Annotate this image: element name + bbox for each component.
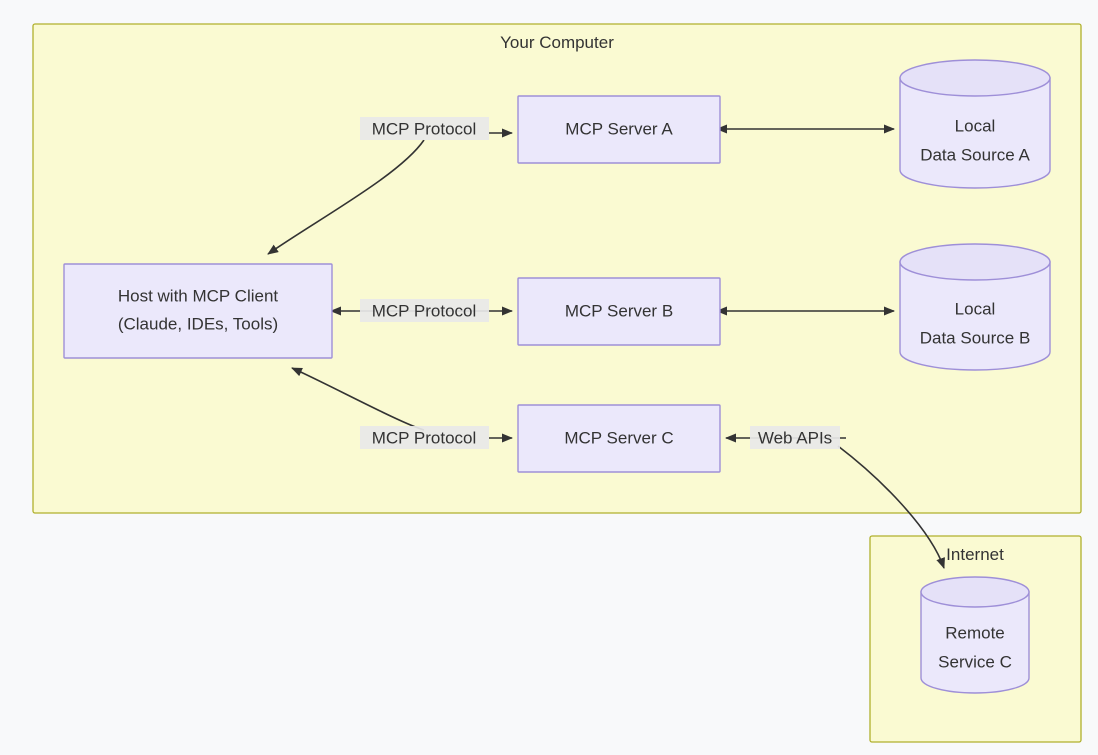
mcp-server-b-label: MCP Server B [565, 301, 673, 320]
mcp-protocol-a-chip [360, 117, 489, 140]
data-source-a-label-line1: Local [955, 116, 996, 135]
mcp-protocol-c-text: MCP Protocol [372, 428, 477, 447]
web-apis-chip [750, 426, 840, 449]
mcp-protocol-b-text: MCP Protocol [372, 301, 477, 320]
data-source-b-label-line1: Local [955, 299, 996, 318]
mcp-server-a-box[interactable] [517, 95, 721, 164]
edge-label-mcp-protocol-b: MCP Protocol [360, 299, 489, 322]
node-mcp-server-a[interactable]: MCP Server A [517, 95, 721, 164]
node-remote-service-c[interactable]: Remote Service C [920, 576, 1030, 694]
host-label-line1: Host with MCP Client [118, 286, 279, 305]
mcp-server-c-box[interactable] [517, 404, 721, 473]
node-mcp-server-b[interactable]: MCP Server B [517, 277, 721, 346]
your-computer-boundary [32, 23, 1082, 514]
edge-label-mcp-protocol-c: MCP Protocol [360, 426, 489, 449]
edge-host-server-a [267, 128, 513, 255]
mcp-server-b-box[interactable] [517, 277, 721, 346]
your-computer-title: Your Computer [500, 33, 614, 52]
mcp-protocol-c-chip [360, 426, 489, 449]
remote-service-c-label-line2: Service C [938, 652, 1012, 671]
data-source-b-cylinder-top [899, 243, 1051, 281]
node-local-data-source-a[interactable]: Local Data Source A [899, 59, 1051, 189]
data-source-a-label-line2: Data Source A [920, 145, 1030, 164]
host-label-line2: (Claude, IDEs, Tools) [118, 314, 278, 333]
edge-label-web-apis: Web APIs [750, 426, 840, 449]
mcp-server-c-label: MCP Server C [564, 428, 673, 447]
data-source-a-cylinder-body[interactable] [899, 77, 1051, 189]
data-source-b-label-line2: Data Source B [920, 328, 1031, 347]
web-apis-text: Web APIs [758, 428, 832, 447]
edge-label-mcp-protocol-a: MCP Protocol [360, 117, 489, 140]
edge-server-c-remote-c-curve [837, 445, 945, 569]
host-box[interactable] [63, 263, 333, 359]
node-mcp-server-c[interactable]: MCP Server C [517, 404, 721, 473]
internet-title: Internet [946, 545, 1004, 564]
data-source-b-cylinder-body[interactable] [899, 261, 1051, 371]
node-host-with-mcp-client[interactable]: Host with MCP Client (Claude, IDEs, Tool… [63, 263, 333, 359]
mcp-server-a-label: MCP Server A [565, 119, 673, 138]
mcp-protocol-b-chip [360, 299, 489, 322]
remote-service-c-label-line1: Remote [945, 623, 1005, 642]
mcp-protocol-a-text: MCP Protocol [372, 119, 477, 138]
node-local-data-source-b[interactable]: Local Data Source B [899, 243, 1051, 371]
data-source-a-cylinder-top [899, 59, 1051, 97]
remote-service-c-cylinder-top [920, 576, 1030, 608]
remote-service-c-cylinder-body[interactable] [920, 591, 1030, 694]
group-your-computer: Your Computer [32, 23, 1082, 514]
edge-host-server-a-curve [267, 139, 425, 255]
